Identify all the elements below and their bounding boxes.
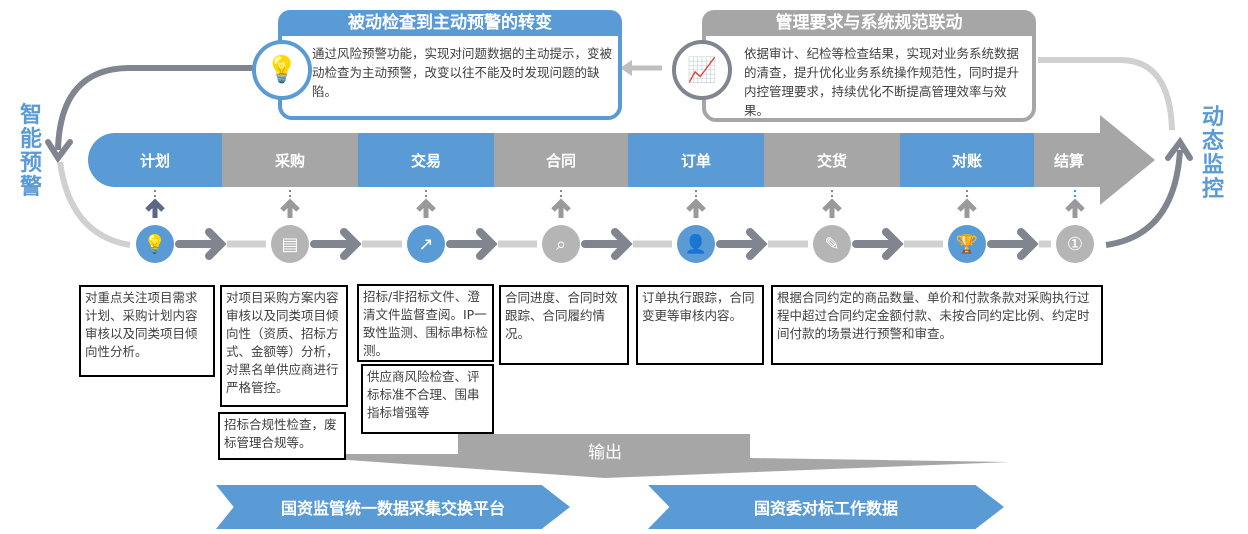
flow-arrow-icon [446,228,498,260]
up-arrow-icon [145,198,165,218]
stage-3: 合同 [494,133,628,187]
trend-chart-icon: ↗ [407,225,445,263]
note-order: 订单执行跟踪，合同变更等审核内容。 [636,285,764,365]
side-label-smart-warning: 智能预警 [19,103,42,200]
flow-arrow-icon [987,228,1039,260]
card-management-linkage: 管理要求与系统规范联动 依据审计、纪检等检查结果，实现对业务系统数据的清查，提升… [702,10,1036,122]
stage-2: 交易 [358,133,494,187]
up-arrow-icon [686,198,706,218]
output-label: 输出 [588,443,622,463]
up-arrow-icon [551,198,571,218]
side-label-dynamic-monitoring: 动态监控 [1201,105,1224,202]
banner-data-exchange-platform: 国资监管统一数据采集交换平台 [216,485,570,529]
flow-arrow-icon [581,228,633,260]
lightbulb-icon: 💡 [136,225,174,263]
trend-chart-icon: 📈 [672,40,732,100]
lightbulb-icon: 💡 [252,40,312,100]
right-arrowhead-icon [1165,136,1193,161]
up-arrow-icon [822,198,842,218]
trophy-icon: 🏆 [948,225,986,263]
output-arrow [262,434,1010,478]
up-arrow-icon [1065,198,1085,218]
flow-arrow-icon [310,228,362,260]
note-purchase: 对项目采购方案内容审核以及同类项目倾向性（资质、招标方式、金额等）分析，对黑名单… [220,285,348,407]
bottom-left-arc [57,161,131,248]
stage-bar-arrowhead [1100,115,1155,205]
note-plan: 对重点关注项目需求计划、采购计划内容审核以及同类项目倾向性分析。 [79,285,215,377]
stage-6: 对账 [900,133,1034,187]
note-trade: 招标/非招标文件、澄清文件监督查阅。IP一致性监测、围标串标检测。 [357,284,494,362]
card-title: 被动检查到主动预警的转变 [278,10,622,36]
note-purchase-extra: 招标合规性检查，废标管理合规等。 [218,412,346,460]
banner-benchmark-data: 国资委对标工作数据 [648,485,1004,529]
up-arrow-icon [957,198,977,218]
up-arrow-icon [280,198,300,218]
document-icon: ▤ [271,225,309,263]
top-right-arc [1038,57,1175,131]
stage-5: 交货 [764,133,900,187]
up-arrow-icon [416,198,436,218]
medal-icon: ① [1056,225,1094,263]
note-trade-extra: 供应商风险检查、评标标准不合理、围串指标增强等 [361,364,494,434]
flow-arrow-icon [175,228,227,260]
flow-arrow-icon [716,228,768,260]
note-settlement: 根据合同约定的商品数量、单价和付款条款对采购执行过程中超过合同约定金额付款、未按… [771,285,1103,365]
stage-1: 采购 [222,133,358,187]
flow-arrow-icon [852,228,904,260]
note-contract: 合同进度、合同时效跟踪、合同履约情况。 [499,285,629,365]
card-body: 依据审计、纪检等检查结果，实现对业务系统数据的清查，提升优化业务系统操作规范性，… [744,46,1020,118]
card-link-arrow-icon [620,60,632,76]
stage-7: 结算 [1034,133,1104,187]
stage-0: 计划 [88,133,222,187]
magnifier-icon: ⌕ [542,225,580,263]
pencil-icon: ✎ [813,225,851,263]
add-user-icon: 👤 [677,225,715,263]
bottom-right-arc [1105,149,1183,248]
top-left-arc [55,65,262,151]
stage-4: 订单 [628,133,764,187]
card-passive-to-active: 被动检查到主动预警的转变 通过风险预警功能，实现对问题数据的主动提示，变被动检查… [278,10,622,120]
left-arrowhead-icon [45,139,73,164]
card-body: 通过风险预警功能，实现对问题数据的主动提示，变被动检查为主动预警，改变以往不能及… [312,46,613,99]
card-title: 管理要求与系统规范联动 [702,10,1036,36]
